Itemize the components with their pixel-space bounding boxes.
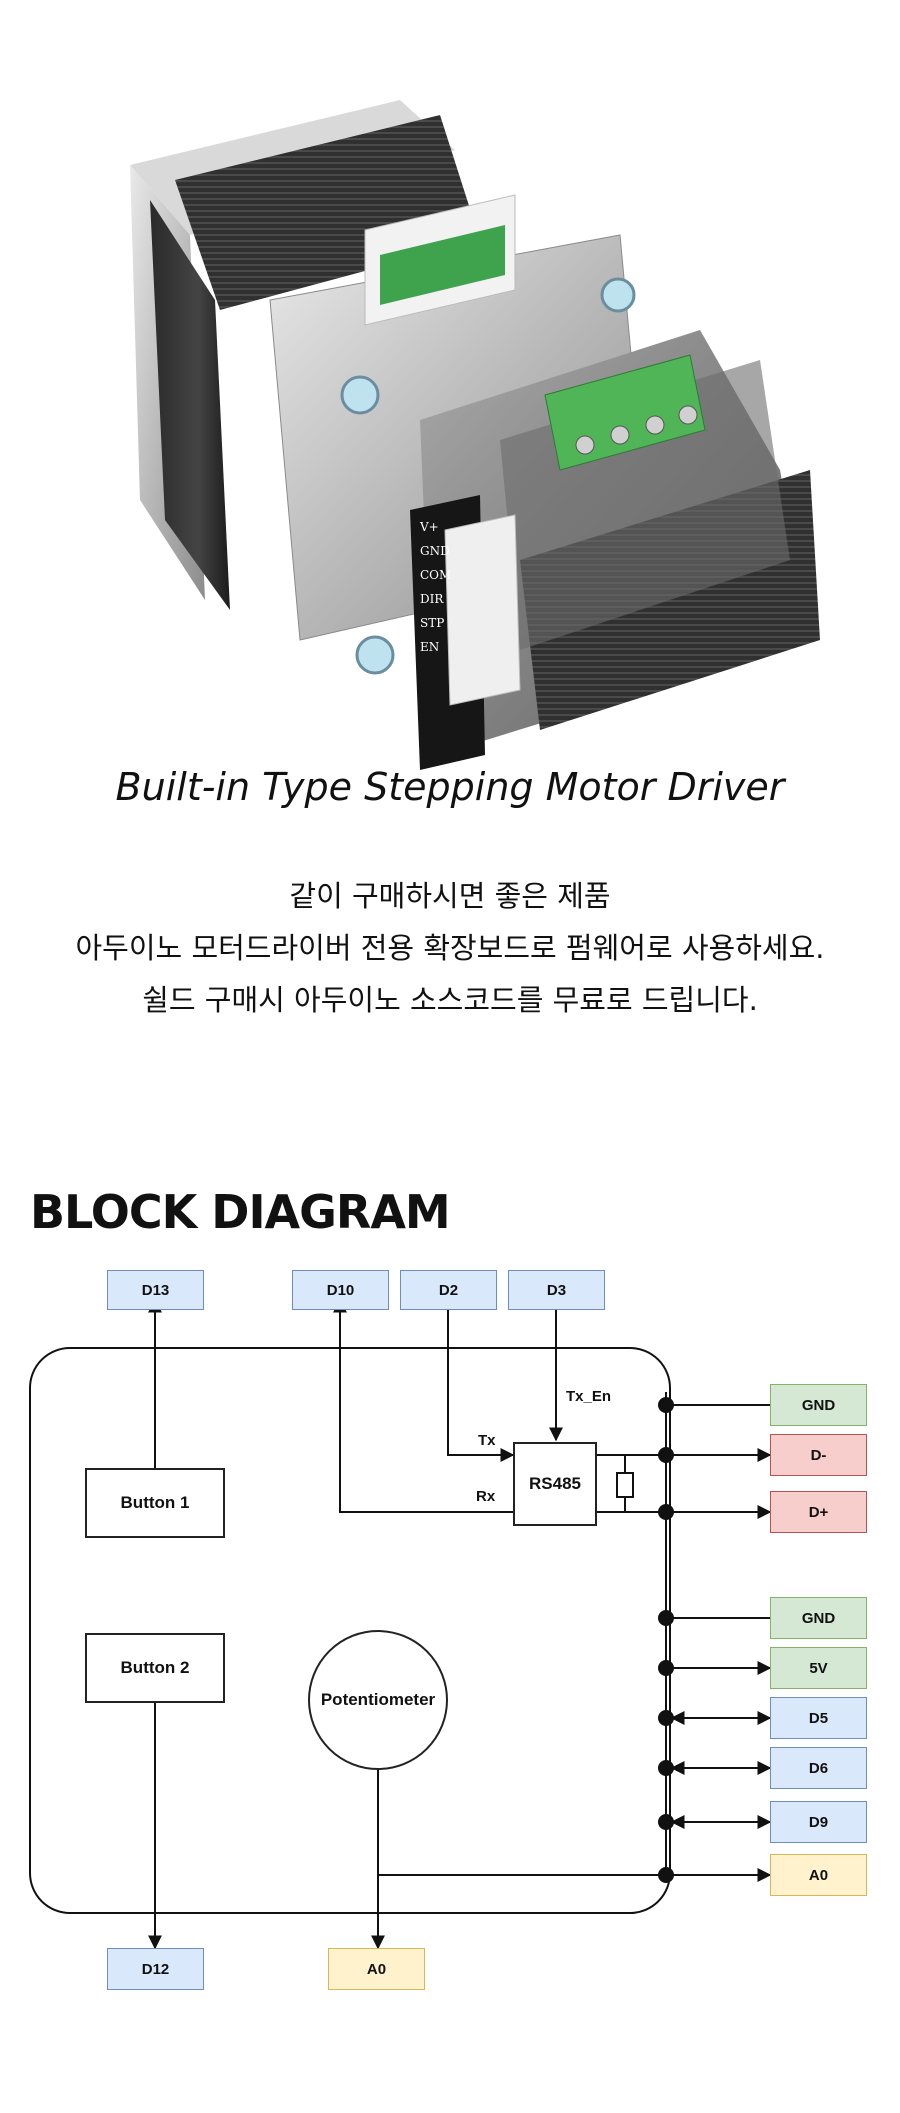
junction-dot [658, 1660, 674, 1676]
label-tx-en: Tx_En [566, 1388, 612, 1405]
junction-dot [658, 1710, 674, 1726]
potentiometer: Potentiometer [308, 1630, 448, 1770]
junction-dot [658, 1447, 674, 1463]
pin-a0: A0 [770, 1854, 867, 1896]
pin-a0-bottom: A0 [328, 1948, 425, 1990]
terminal-screw-icon [610, 425, 630, 445]
junction-dot [658, 1504, 674, 1520]
pin-d3: D3 [508, 1270, 605, 1310]
board-label: V+ [420, 520, 439, 534]
board-label: DIR [420, 592, 444, 606]
junction-dot [658, 1814, 674, 1830]
junction-dot [658, 1760, 674, 1776]
junction-dot [658, 1867, 674, 1883]
button-2: Button 2 [85, 1633, 225, 1703]
screw-icon [340, 375, 380, 415]
block-diagram-title: BLOCK DIAGRAM [30, 1185, 451, 1239]
pin-d10: D10 [292, 1270, 389, 1310]
board-label: COM [420, 568, 452, 582]
pin-gnd: GND [770, 1597, 867, 1639]
rs485-transceiver: RS485 [513, 1442, 597, 1526]
block-diagram: D13 D10 D2 D3 Button 1 Button 2 Potentio… [0, 1270, 900, 2000]
pin-d12: D12 [107, 1948, 204, 1990]
description-line: 쉴드 구매시 아두이노 소스코드를 무료로 드립니다. [142, 983, 758, 1017]
screw-icon [355, 635, 395, 675]
pin-d2: D2 [400, 1270, 497, 1310]
pin-d6: D6 [770, 1747, 867, 1789]
diagram-wires [29, 1298, 772, 1950]
pin-d-plus: D+ [770, 1491, 867, 1533]
junction-dot [658, 1610, 674, 1626]
board-pin-labels: V+ GND COM DIR STP EN [420, 515, 480, 659]
wire-d2-tx [447, 1300, 515, 1462]
wire-rx-d10 [333, 1298, 513, 1513]
terminal-screw-icon [678, 405, 698, 425]
board-label: GND [420, 544, 450, 558]
description-line: 아두이노 모터드라이버 전용 확장보드로 펌웨어로 사용하세요. [75, 931, 825, 965]
label-tx: Tx [478, 1432, 496, 1449]
screw-icon [600, 277, 636, 313]
stepper-motor-illustration [130, 100, 820, 770]
pin-d5: D5 [770, 1697, 867, 1739]
pin-gnd: GND [770, 1384, 867, 1426]
label-rx: Rx [476, 1488, 496, 1505]
pin-d13: D13 [107, 1270, 204, 1310]
product-description: 같이 구매하시면 좋은 제품 아두이노 모터드라이버 전용 확장보드로 펌웨어로… [0, 870, 900, 1026]
board-label: STP [420, 616, 445, 630]
board-outline [29, 1347, 671, 1914]
pin-d9: D9 [770, 1801, 867, 1843]
product-photo: V+ GND COM DIR STP EN [0, 0, 900, 790]
pin-5v: 5V [770, 1647, 867, 1689]
pin-d-minus: D- [770, 1434, 867, 1476]
terminal-screw-icon [575, 435, 595, 455]
product-caption: Built-in Type Stepping Motor Driver [115, 765, 785, 809]
button-1: Button 1 [85, 1468, 225, 1538]
termination-resistor [616, 1472, 634, 1498]
description-line: 같이 구매하시면 좋은 제품 [289, 879, 611, 913]
board-label: EN [420, 640, 440, 654]
terminal-screw-icon [645, 415, 665, 435]
junction-dot [658, 1397, 674, 1413]
